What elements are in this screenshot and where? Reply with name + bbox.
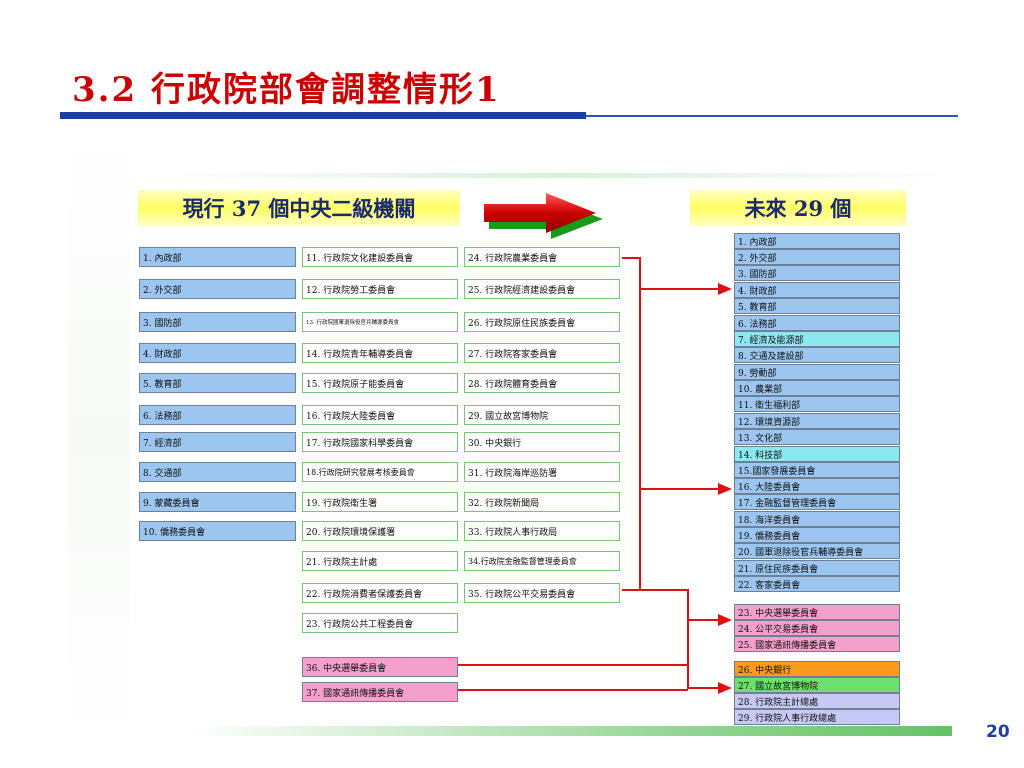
current-agency-box: 27. 行政院客家委員會 [464,343,620,363]
future-agency-box: 1. 內政部 [734,233,900,249]
current-agency-box: 36. 中央選舉委員會 [302,657,458,677]
current-agency-box: 28. 行政院體育委員會 [464,373,620,393]
current-agencies-header: 現行 37 個中央二級機關 [138,190,460,226]
future-agency-box: 4. 財政部 [734,282,900,298]
connector-line [640,589,722,689]
future-agency-box: 15.國家發展委員會 [734,462,900,478]
arrowhead-icon [718,614,732,626]
future-agency-box: 20. 國軍退除役官兵輔導委員會 [734,543,900,559]
future-agency-box: 26. 中央銀行 [734,661,900,677]
current-agency-box: 5. 教育部 [139,373,296,393]
future-agency-box: 13. 文化部 [734,429,900,445]
current-agency-box: 12. 行政院勞工委員會 [302,279,458,299]
future-agency-box: 23. 中央選舉委員會 [734,604,900,620]
future-agency-box: 24. 公平交易委員會 [734,620,900,636]
future-agency-box: 5. 教育部 [734,298,900,314]
current-agency-box: 11. 行政院文化建設委員會 [302,247,458,267]
future-agency-box: 7. 經濟及能源部 [734,331,900,347]
current-agency-box: 35. 行政院公平交易委員會 [464,583,620,603]
current-agency-box: 32. 行政院新聞局 [464,492,620,512]
current-agency-box: 26. 行政院原住民族委員會 [464,312,620,332]
current-agency-box: 3. 國防部 [139,312,296,332]
current-agency-box: 19. 行政院衛生署 [302,492,458,512]
future-agency-box: 25. 國家通訊傳播委員會 [734,636,900,652]
current-agency-box: 6. 法務部 [139,405,296,425]
arrowhead-icon [718,682,732,694]
background-panel [68,135,130,740]
current-agency-box: 30. 中央銀行 [464,432,620,452]
future-agency-box: 18. 海洋委員會 [734,511,900,527]
arrowhead-icon [718,283,732,295]
current-agency-box: 34.行政院金融監督管理委員會 [464,551,620,571]
page-number: 20 [986,722,1010,742]
big-arrow-icon [484,193,603,239]
future-agency-box: 11. 衛生福利部 [734,396,900,412]
title-underline-dark [60,112,586,119]
future-agency-box: 28. 行政院主計總處 [734,693,900,709]
title-underline-light [586,115,958,117]
current-agency-box: 20. 行政院環境保護署 [302,521,458,541]
current-agency-box: 31. 行政院海岸巡防署 [464,462,620,482]
future-agency-box: 10. 農業部 [734,380,900,396]
current-agency-box: 29. 國立故宮博物院 [464,405,620,425]
bottom-divider [190,726,952,736]
future-agency-box: 19. 僑務委員會 [734,527,900,543]
connector-line [622,257,641,591]
future-agency-box: 3. 國防部 [734,265,900,281]
current-agency-box: 9. 蒙藏委員會 [139,492,296,512]
future-agency-box: 9. 勞動部 [734,364,900,380]
current-agency-box: 10. 僑務委員會 [139,521,296,541]
top-divider [160,173,960,178]
current-agency-box: 14. 行政院青年輔導委員會 [302,343,458,363]
future-agency-box: 29. 行政院人事行政總處 [734,709,900,725]
current-agency-box: 16. 行政院大陸委員會 [302,405,458,425]
current-agency-box: 18.行政院研究發展考核委員會 [302,462,458,482]
current-agency-box: 1. 內政部 [139,247,296,267]
current-agency-box: 33. 行政院人事行政局 [464,521,620,541]
current-agency-box: 13. 行政院國軍退除役官兵輔導委員會 [302,312,458,332]
future-agency-box: 16. 大陸委員會 [734,478,900,494]
current-agency-box: 22. 行政院消費者保護委員會 [302,583,458,603]
current-agency-box: 21. 行政院主計處 [302,551,458,571]
connector-line [458,620,689,666]
current-agency-box: 17. 行政院國家科學委員會 [302,432,458,452]
future-agency-box: 6. 法務部 [734,315,900,331]
current-agency-box: 37. 國家通訊傳播委員會 [302,682,458,702]
future-agency-box: 12. 環境資源部 [734,413,900,429]
current-agency-box: 23. 行政院公共工程委員會 [302,613,458,633]
slide-title: 3.2 行政院部會調整情形1 [72,70,501,110]
current-agency-box: 25. 行政院經濟建設委員會 [464,279,620,299]
current-agency-box: 7. 經濟部 [139,432,296,452]
future-agency-box: 27. 國立故宮博物院 [734,677,900,693]
current-agency-box: 24. 行政院農業委員會 [464,247,620,267]
arrowhead-icon [718,483,732,495]
current-agency-box: 2. 外交部 [139,279,296,299]
future-agency-box: 17. 金融監督管理委員會 [734,494,900,510]
future-agency-box: 14. 科技部 [734,446,900,462]
future-agency-box: 8. 交通及建設部 [734,347,900,363]
future-agencies-header: 未來 29 個 [690,190,906,226]
current-agency-box: 8. 交通部 [139,462,296,482]
future-agency-box: 2. 外交部 [734,249,900,265]
future-agency-box: 21. 原住民族委員會 [734,560,900,576]
current-agency-box: 15. 行政院原子能委員會 [302,373,458,393]
current-agency-box: 4. 財政部 [139,343,296,363]
future-agency-box: 22. 客家委員會 [734,576,900,592]
